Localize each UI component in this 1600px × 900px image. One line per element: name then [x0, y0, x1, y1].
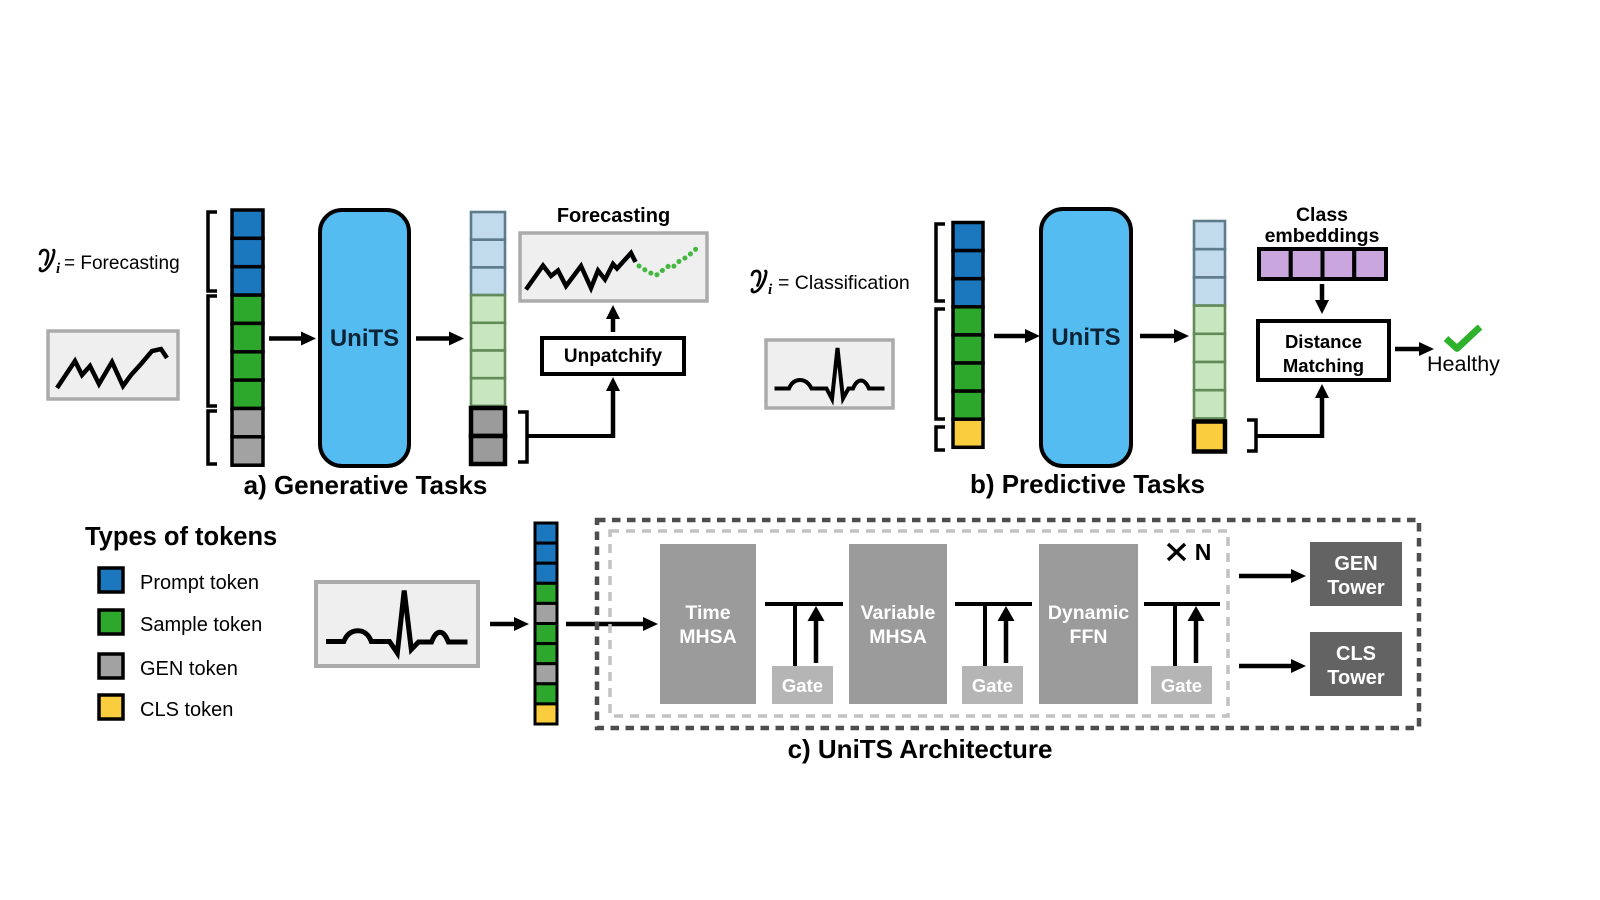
svg-text:Dynamic: Dynamic — [1048, 602, 1129, 624]
svg-text:Healthy: Healthy — [1427, 352, 1500, 376]
svg-text:MHSA: MHSA — [679, 626, 736, 648]
svg-text:= Classification: = Classification — [778, 272, 910, 294]
svg-text:Unpatchify: Unpatchify — [564, 346, 663, 367]
svg-text:Time: Time — [685, 602, 730, 624]
svg-text:Tower: Tower — [1327, 667, 1385, 689]
svg-text:embeddings: embeddings — [1265, 225, 1380, 247]
svg-text:Tower: Tower — [1327, 577, 1385, 599]
svg-text:UniTS: UniTS — [1051, 324, 1120, 351]
svg-text:N: N — [1195, 539, 1212, 565]
svg-text:GEN token: GEN token — [140, 658, 238, 680]
svg-text:c) UniTS Architecture: c) UniTS Architecture — [788, 734, 1053, 764]
svg-text:Variable: Variable — [861, 602, 936, 624]
svg-text:Distance: Distance — [1285, 331, 1362, 352]
svg-text:Prompt token: Prompt token — [140, 572, 259, 594]
svg-text:= Forecasting: = Forecasting — [64, 253, 180, 274]
svg-text:Gate: Gate — [1161, 675, 1202, 696]
svg-text:Gate: Gate — [972, 675, 1013, 696]
svg-text:Gate: Gate — [782, 675, 823, 696]
svg-text:Forecasting: Forecasting — [557, 205, 670, 227]
svg-text:a) Generative Tasks: a) Generative Tasks — [244, 470, 488, 500]
svg-text:Sample token: Sample token — [140, 614, 262, 636]
svg-text:GEN: GEN — [1334, 553, 1377, 575]
svg-text:FFN: FFN — [1070, 626, 1108, 648]
svg-text:Types of tokens: Types of tokens — [85, 523, 277, 551]
svg-text:MHSA: MHSA — [869, 626, 926, 648]
svg-text:i: i — [56, 261, 61, 277]
svg-text:b) Predictive Tasks: b) Predictive Tasks — [970, 469, 1205, 499]
svg-text:Matching: Matching — [1283, 355, 1364, 376]
svg-text:UniTS: UniTS — [330, 325, 399, 352]
svg-text:CLS: CLS — [1336, 643, 1376, 665]
svg-text:Class: Class — [1296, 204, 1348, 226]
svg-text:i: i — [768, 282, 773, 298]
svg-text:CLS token: CLS token — [140, 699, 233, 721]
